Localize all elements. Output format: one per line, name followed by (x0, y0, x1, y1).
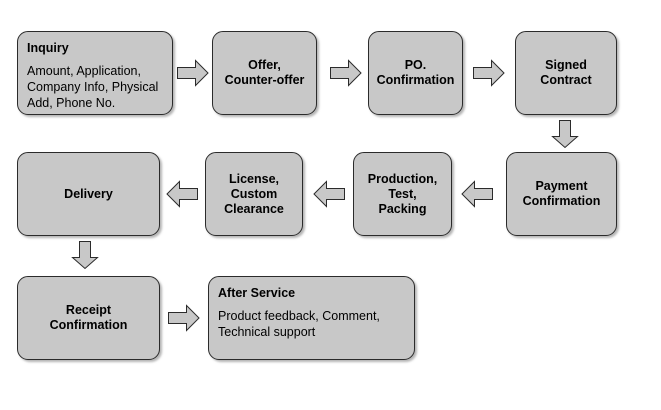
connector-license-to-delivery (166, 179, 198, 209)
connector-receipt-to-after-service (168, 303, 200, 333)
node-delivery-label: Delivery (64, 186, 113, 201)
node-inquiry-heading: Inquiry (27, 41, 69, 55)
node-po-confirmation[interactable]: PO. Confirmation (368, 31, 463, 115)
node-inquiry[interactable]: Inquiry Amount, Application, Company Inf… (17, 31, 173, 115)
node-signed-contract[interactable]: Signed Contract (515, 31, 617, 115)
node-after-service[interactable]: After Service Product feedback, Comment,… (208, 276, 415, 360)
node-license-custom-clearance[interactable]: License, Custom Clearance (205, 152, 303, 236)
connector-signed-contract-to-payment (550, 120, 580, 149)
node-receipt-confirmation-label: Receipt Confirmation (49, 303, 128, 332)
node-signed-contract-label: Signed Contract (540, 58, 592, 87)
node-payment-confirmation[interactable]: Payment Confirmation (506, 152, 617, 236)
node-payment-confirmation-label: Payment Confirmation (522, 179, 601, 208)
node-after-service-heading: After Service (218, 286, 296, 300)
connector-delivery-to-receipt (70, 241, 100, 270)
node-offer-label: Offer, Counter-offer (224, 58, 305, 87)
connector-offer-to-po (330, 58, 362, 88)
connector-payment-to-production (461, 179, 493, 209)
connector-production-to-license (313, 179, 345, 209)
node-inquiry-body: Amount, Application, Company Info, Physi… (27, 64, 159, 110)
node-offer[interactable]: Offer, Counter-offer (212, 31, 317, 115)
node-production-test-packing[interactable]: Production, Test, Packing (353, 152, 452, 236)
node-license-custom-clearance-label: License, Custom Clearance (224, 171, 284, 216)
connector-po-to-signed-contract (473, 58, 505, 88)
node-receipt-confirmation[interactable]: Receipt Confirmation (17, 276, 160, 360)
node-delivery[interactable]: Delivery (17, 152, 160, 236)
node-after-service-body: Product feedback, Comment, Technical sup… (218, 309, 380, 339)
node-production-test-packing-label: Production, Test, Packing (367, 171, 438, 216)
connector-inquiry-to-offer (177, 58, 209, 88)
node-po-confirmation-label: PO. Confirmation (376, 58, 455, 87)
